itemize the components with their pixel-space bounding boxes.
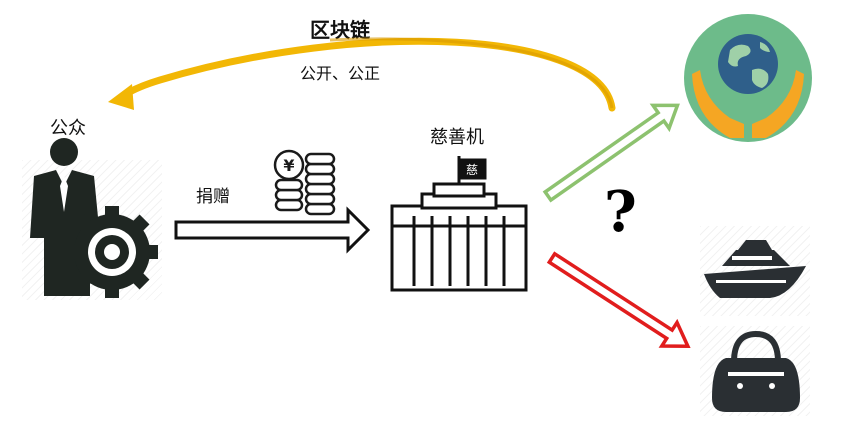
donation-arrow	[174, 206, 371, 254]
green-arrow	[542, 103, 680, 203]
person-gear-icon	[30, 138, 158, 298]
handbag-icon	[712, 330, 800, 412]
coins-icon	[273, 149, 336, 216]
yacht-icon	[704, 240, 806, 298]
question-mark: ?	[604, 179, 637, 245]
globe-hands-icon	[684, 14, 812, 142]
red-arrow	[546, 251, 691, 349]
blockchain-subtitle: 公开、公正	[300, 64, 381, 83]
yen-symbol: ¥	[283, 156, 294, 175]
charity-label: 慈善机	[430, 127, 484, 148]
public-label: 公众	[50, 118, 86, 139]
donate-label: 捐赠	[196, 187, 230, 207]
blockchain-arc-arrow	[108, 37, 616, 112]
charity-building-icon	[390, 156, 528, 292]
flag-text: 慈	[466, 162, 478, 177]
